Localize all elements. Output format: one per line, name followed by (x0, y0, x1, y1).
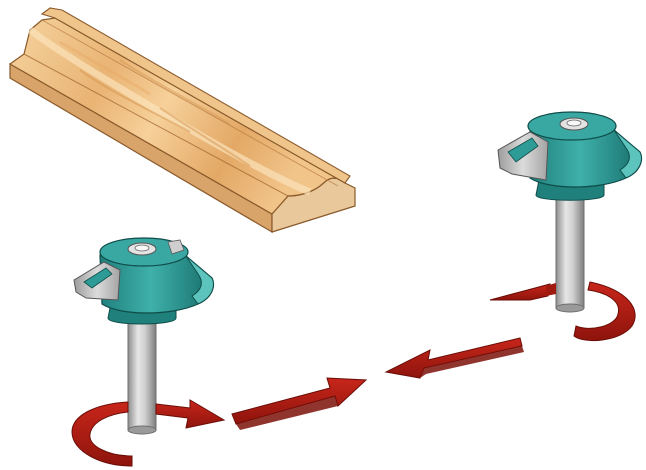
router-bit-right (497, 111, 643, 313)
wood-molding-icon (8, 7, 356, 234)
router-bit-left (73, 237, 215, 435)
rotation-arrow-left (71, 399, 226, 467)
arrow-right-icon (231, 377, 368, 430)
arrow-left-icon (384, 337, 524, 379)
rotation-arrow-right (489, 281, 636, 342)
bit-shank (127, 317, 157, 431)
bit-shank (555, 195, 585, 309)
